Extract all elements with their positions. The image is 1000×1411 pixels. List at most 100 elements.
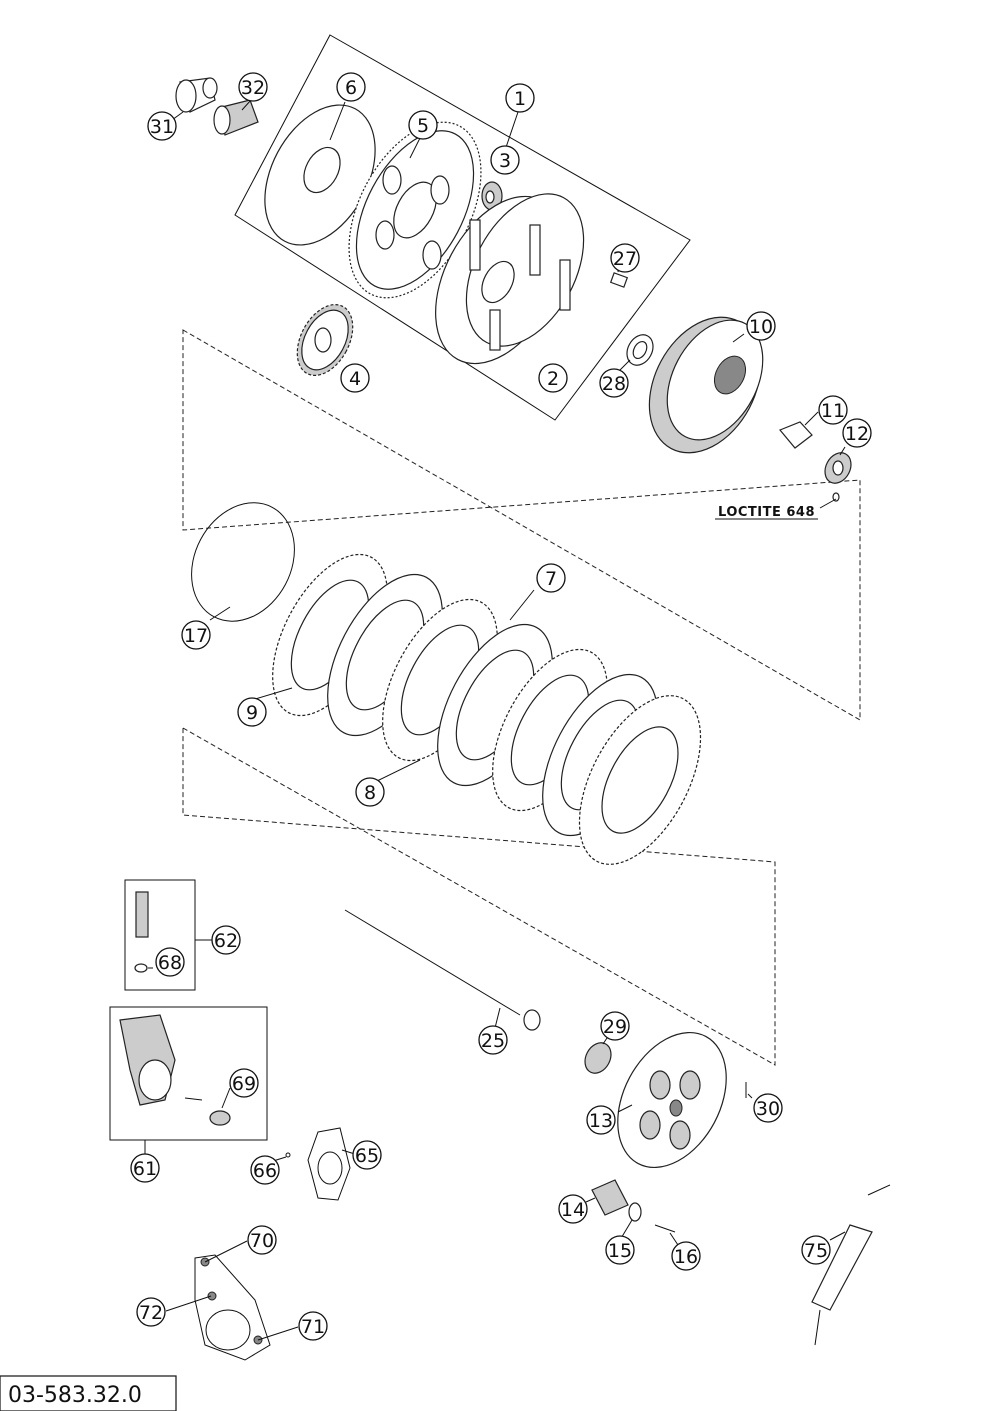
svg-text:68: 68: [158, 952, 182, 974]
svg-text:LOCTITE 648: LOCTITE 648: [718, 505, 815, 520]
svg-text:71: 71: [301, 1316, 325, 1338]
callout-6: 6: [336, 72, 366, 102]
svg-text:5: 5: [417, 115, 429, 137]
group-box-62: [124, 879, 196, 991]
svg-text:13: 13: [589, 1110, 613, 1132]
callout-65: 65: [352, 1140, 382, 1170]
svg-text:8: 8: [364, 782, 376, 804]
part-gasket-65: [307, 1127, 351, 1201]
callout-11: 11: [818, 395, 848, 425]
part-gear-4: [296, 304, 354, 376]
callout-16: 16: [671, 1241, 701, 1271]
svg-text:75: 75: [804, 1240, 828, 1262]
part-washer-15: [628, 1202, 642, 1222]
group-box-clutch-basket: [234, 34, 691, 421]
part-bushing-31: [175, 77, 218, 113]
svg-text:30: 30: [756, 1098, 780, 1120]
svg-text:12: 12: [845, 423, 869, 445]
svg-text:72: 72: [139, 1302, 163, 1324]
svg-text:2: 2: [547, 368, 559, 390]
part-needle-bearing-32: [213, 99, 259, 136]
part-inner-hub-10: [648, 316, 764, 454]
callout-29: 29: [600, 1011, 630, 1041]
svg-text:11: 11: [821, 400, 845, 422]
svg-text:4: 4: [349, 368, 361, 390]
svg-text:16: 16: [674, 1246, 698, 1268]
callout-75: 75: [801, 1235, 831, 1265]
svg-text:70: 70: [250, 1230, 274, 1252]
part-clutch-discs-7-8-9: [272, 553, 702, 865]
callout-12: 12: [842, 418, 872, 448]
svg-text:62: 62: [214, 930, 238, 952]
callout-1: 1: [505, 83, 535, 113]
callout-28: 28: [599, 368, 629, 398]
svg-text:6: 6: [345, 77, 357, 99]
svg-text:3: 3: [499, 150, 511, 172]
part-washer-28: [626, 334, 654, 366]
svg-text:25: 25: [481, 1030, 505, 1052]
svg-text:9: 9: [246, 702, 258, 724]
part-ball-66: [285, 1152, 291, 1158]
group-box-clutch-pack: [182, 329, 861, 721]
svg-text:7: 7: [545, 568, 557, 590]
callout-10: 10: [746, 311, 776, 341]
callout-68: 68: [155, 947, 185, 977]
callout-7: 7: [536, 563, 566, 593]
part-lock-washer-11: [779, 421, 813, 449]
callout-30: 30: [753, 1093, 783, 1123]
part-spring-14: [591, 1179, 629, 1216]
callout-31: 31: [147, 111, 177, 141]
callout-9: 9: [237, 697, 267, 727]
callout-32: 32: [238, 72, 268, 102]
callout-62: 62: [211, 925, 241, 955]
callout-70: 70: [247, 1225, 277, 1255]
group-box-pressure-plate: [182, 727, 776, 1066]
callout-72: 72: [136, 1297, 166, 1327]
callout-4: 4: [340, 363, 370, 393]
svg-text:32: 32: [241, 77, 265, 99]
callout-25: 25: [478, 1025, 508, 1055]
svg-text:15: 15: [608, 1240, 632, 1262]
callout-69: 69: [229, 1068, 259, 1098]
part-plate-6: [264, 104, 376, 246]
svg-text:27: 27: [613, 248, 637, 270]
callout-3: 3: [490, 145, 520, 175]
callout-61: 61: [130, 1153, 160, 1183]
callout-27: 27: [610, 243, 640, 273]
svg-text:61: 61: [133, 1158, 157, 1180]
loctite-note: LOCTITE 648: [715, 505, 818, 520]
part-clutch-basket-2: [435, 193, 585, 365]
drawing-code-label: 03-583.32.0: [0, 1375, 177, 1411]
part-slave-cylinder-61: [119, 1014, 231, 1126]
svg-text:1: 1: [514, 88, 526, 110]
svg-text:65: 65: [355, 1145, 379, 1167]
part-screw-16: [654, 1224, 676, 1233]
group-box-61: [109, 1006, 268, 1141]
part-bleed-valve-62: [134, 891, 149, 973]
svg-text:10: 10: [749, 316, 773, 338]
svg-text:31: 31: [150, 116, 174, 138]
leader-lines: [144, 99, 846, 1341]
part-nut-12: [824, 452, 852, 502]
svg-text:17: 17: [184, 625, 208, 647]
svg-text:29: 29: [603, 1016, 627, 1038]
svg-text:28: 28: [602, 373, 626, 395]
callout-2: 2: [538, 363, 568, 393]
callout-71: 71: [298, 1311, 328, 1341]
part-pressure-plate-13: [617, 1031, 727, 1169]
svg-text:66: 66: [253, 1160, 277, 1182]
part-bearing-29: [584, 1042, 612, 1074]
callout-13: 13: [586, 1105, 616, 1135]
svg-text:14: 14: [561, 1199, 585, 1221]
callout-8: 8: [355, 777, 385, 807]
callout-15: 15: [605, 1235, 635, 1265]
callout-66: 66: [250, 1155, 280, 1185]
svg-text:69: 69: [232, 1073, 256, 1095]
callout-17: 17: [181, 620, 211, 650]
part-syringe-75: [811, 1184, 891, 1346]
part-pin-27: [609, 272, 629, 288]
callout-14: 14: [558, 1194, 588, 1224]
part-push-rod-25: [344, 909, 541, 1031]
